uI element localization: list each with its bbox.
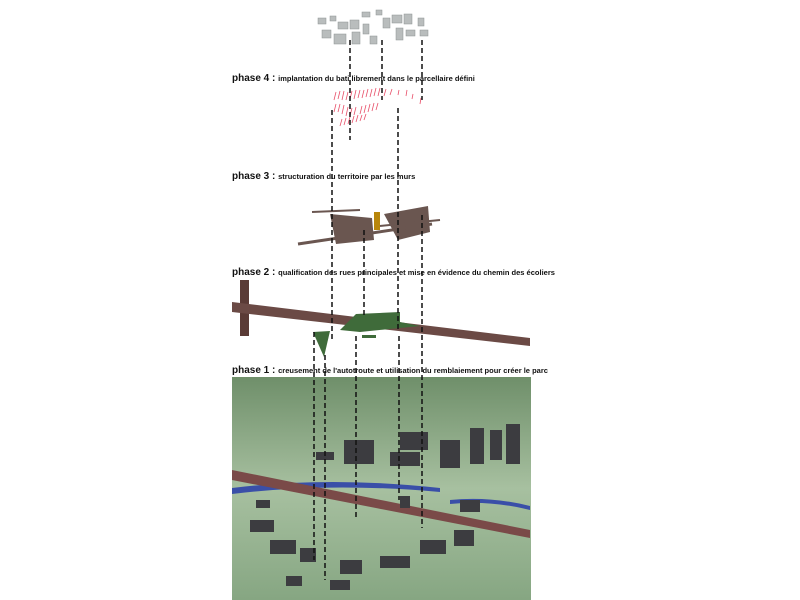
phase-4-description: implantation du bati librement dans le p…: [278, 74, 475, 83]
phase-4-separator: :: [269, 73, 279, 84]
phase-2-separator: :: [269, 267, 279, 278]
final-buildings-layer: [317, 9, 429, 45]
parcel-lines-layer: [333, 87, 422, 127]
walls-layer: [297, 206, 441, 246]
terrain-map: [232, 377, 531, 600]
phase-3-description: structuration du territoire par les murs: [278, 172, 416, 181]
phase-2-description: qualification des rues principales et mi…: [278, 268, 555, 277]
phase-3-separator: :: [269, 171, 279, 182]
phase-1-title: phase 1: [232, 365, 270, 376]
phase-4-title: phase 4: [232, 73, 270, 84]
phase-3-caption: phase 3 : structuration du territoire pa…: [232, 171, 415, 182]
streets-park-layer: [232, 280, 530, 357]
phase-3-title: phase 3: [232, 171, 270, 182]
phase-4-caption: phase 4 : implantation du bati librement…: [232, 73, 475, 84]
phase-2-title: phase 2: [232, 267, 270, 278]
phase-2-caption: phase 2 : qualification des rues princip…: [232, 267, 555, 278]
phase-1-caption: phase 1 : creusement de l'autotroute et …: [232, 365, 548, 376]
phase-1-separator: :: [269, 365, 279, 376]
phase-1-description: creusement de l'autotroute et utilisatio…: [278, 366, 548, 375]
